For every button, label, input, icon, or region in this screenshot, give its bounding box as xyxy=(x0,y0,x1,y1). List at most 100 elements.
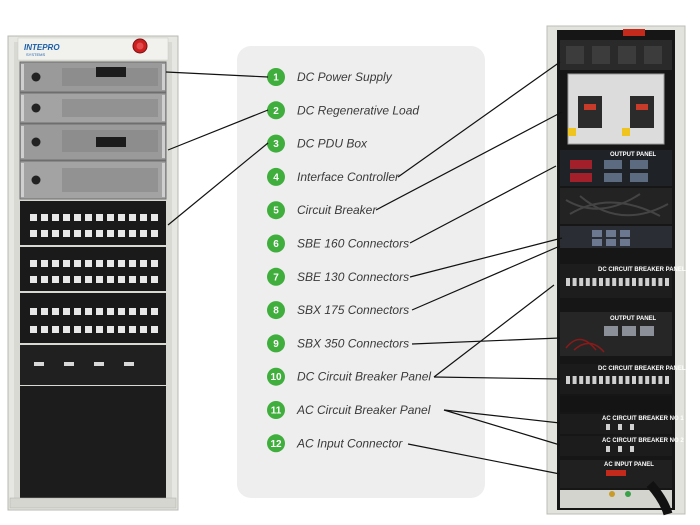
pdu-connector-icon xyxy=(140,276,147,283)
pdu-connector-icon xyxy=(107,276,114,283)
power-supply-unit xyxy=(19,160,167,200)
pdu-connector-icon xyxy=(41,308,48,315)
ac-breaker-2 xyxy=(560,436,672,456)
pdu-connector-icon xyxy=(74,214,81,221)
pdu-connector-icon xyxy=(129,326,136,333)
left-rack-top-panel xyxy=(17,37,169,61)
pdu-connector-icon xyxy=(107,214,114,221)
legend-label: SBX 350 Connectors xyxy=(297,336,409,350)
legend-badge-number: 8 xyxy=(273,306,279,317)
pdu-connector-icon xyxy=(63,260,70,267)
leader-line-4 xyxy=(397,61,561,178)
legend-badge-12 xyxy=(267,434,285,453)
legend-item-12: 12 AC Input Connector xyxy=(267,434,403,453)
leader-line-11a xyxy=(443,409,561,424)
pdu-connector-icon xyxy=(74,260,81,267)
pdu-connector-icon xyxy=(151,214,158,221)
pdu-connector-icon xyxy=(96,276,103,283)
knob-icon xyxy=(31,72,41,82)
pdu-connector-icon xyxy=(96,260,103,267)
ac-input-cable xyxy=(646,481,673,516)
legend-badge-7 xyxy=(267,267,285,286)
breaker-switch-icon xyxy=(566,376,570,384)
pdu-connector-icon xyxy=(41,276,48,283)
pdu-connector-icon xyxy=(96,308,103,315)
legend-item-3: 3 DC PDU Box xyxy=(267,134,368,153)
pdu-connector-icon xyxy=(30,230,37,237)
breaker-switch-icon xyxy=(625,278,630,286)
pdu-connector-icon xyxy=(96,214,103,221)
pdu-connector-icon xyxy=(118,214,125,221)
pdu-connector-icon xyxy=(52,230,59,237)
legend-badge-1 xyxy=(267,68,285,86)
leader-line-5 xyxy=(375,111,563,211)
pdu-connector-icon xyxy=(118,260,125,267)
legend-label: SBE 160 Connectors xyxy=(297,237,409,251)
brand-logo: INTEPRO xyxy=(24,43,60,52)
leader-line-10b xyxy=(433,376,561,380)
legend-label: DC PDU Box xyxy=(297,137,368,151)
leader-line-9 xyxy=(411,337,561,345)
breaker-switch-icon xyxy=(585,278,590,286)
legend-label: AC Input Connector xyxy=(296,436,403,450)
dc-pdu-panels xyxy=(20,201,166,343)
pdu-connector-icon xyxy=(151,260,158,267)
breaker-switch-icon xyxy=(638,278,643,286)
legend-badge-number: 1 xyxy=(273,73,279,84)
breaker-switch-icon xyxy=(618,278,623,286)
leader-line-7 xyxy=(409,237,563,278)
legend-badge-6 xyxy=(267,234,285,253)
ac-breaker-1-label: AC CIRCUIT BREAKER NO 1 xyxy=(602,416,684,422)
leader-line-12 xyxy=(407,443,561,475)
pdu-connector-icon xyxy=(52,260,59,267)
pdu-connector-icon xyxy=(85,260,92,267)
pdu-connector-icon xyxy=(52,326,59,333)
right-rack: OUTPUT PANEL DC CIRCU xyxy=(546,25,686,516)
pdu-panel xyxy=(20,293,166,343)
legend-item-7: 7 SBE 130 Connectors xyxy=(267,267,409,286)
leader-line-8 xyxy=(411,245,561,311)
legend-label: SBE 130 Connectors xyxy=(297,270,409,284)
leader-line-3 xyxy=(167,142,269,226)
warning-label xyxy=(623,29,645,36)
knob-icon xyxy=(31,137,41,147)
legend-badge-number: 12 xyxy=(270,439,282,450)
ac-breaker-2-label: AC CIRCUIT BREAKER NO 2 xyxy=(602,438,684,444)
knob-icon xyxy=(31,175,41,185)
pdu-connector-icon xyxy=(118,326,125,333)
pdu-connector-icon xyxy=(63,308,70,315)
pdu-connector-icon xyxy=(41,214,48,221)
breaker-switch-icon xyxy=(599,376,603,384)
pdu-connector-icon xyxy=(118,276,125,283)
pdu-connector-icon xyxy=(30,214,37,221)
breaker-switch-icon xyxy=(632,278,636,286)
pdu-connector-icon xyxy=(140,308,147,315)
display-icon xyxy=(96,67,126,77)
pdu-connector-icon xyxy=(74,276,81,283)
legend-badge-2 xyxy=(267,101,285,120)
legend-badge-number: 7 xyxy=(273,272,279,283)
pdu-connector-icon xyxy=(74,326,81,333)
pdu-connector-icon xyxy=(151,308,158,315)
pdu-connector-icon xyxy=(129,214,136,221)
pdu-connector-icon xyxy=(85,326,92,333)
breaker-switch-icon xyxy=(592,376,597,384)
dc-breaker-label-upper: DC CIRCUIT BREAKER PANEL xyxy=(598,267,686,273)
breaker-switch-icon xyxy=(665,376,669,384)
screw-icon xyxy=(609,491,615,497)
legend-label: DC Regenerative Load xyxy=(297,103,419,117)
leader-line-11b xyxy=(443,409,561,446)
legend-badge-number: 3 xyxy=(273,139,279,150)
pdu-connector-icon xyxy=(140,230,147,237)
pdu-connector-icon xyxy=(107,260,114,267)
power-supply-unit xyxy=(19,123,167,161)
pdu-connector-icon xyxy=(30,308,37,315)
breaker-switch-icon xyxy=(645,278,650,286)
pdu-connector-icon xyxy=(41,230,48,237)
pdu-connector-icon xyxy=(107,326,114,333)
